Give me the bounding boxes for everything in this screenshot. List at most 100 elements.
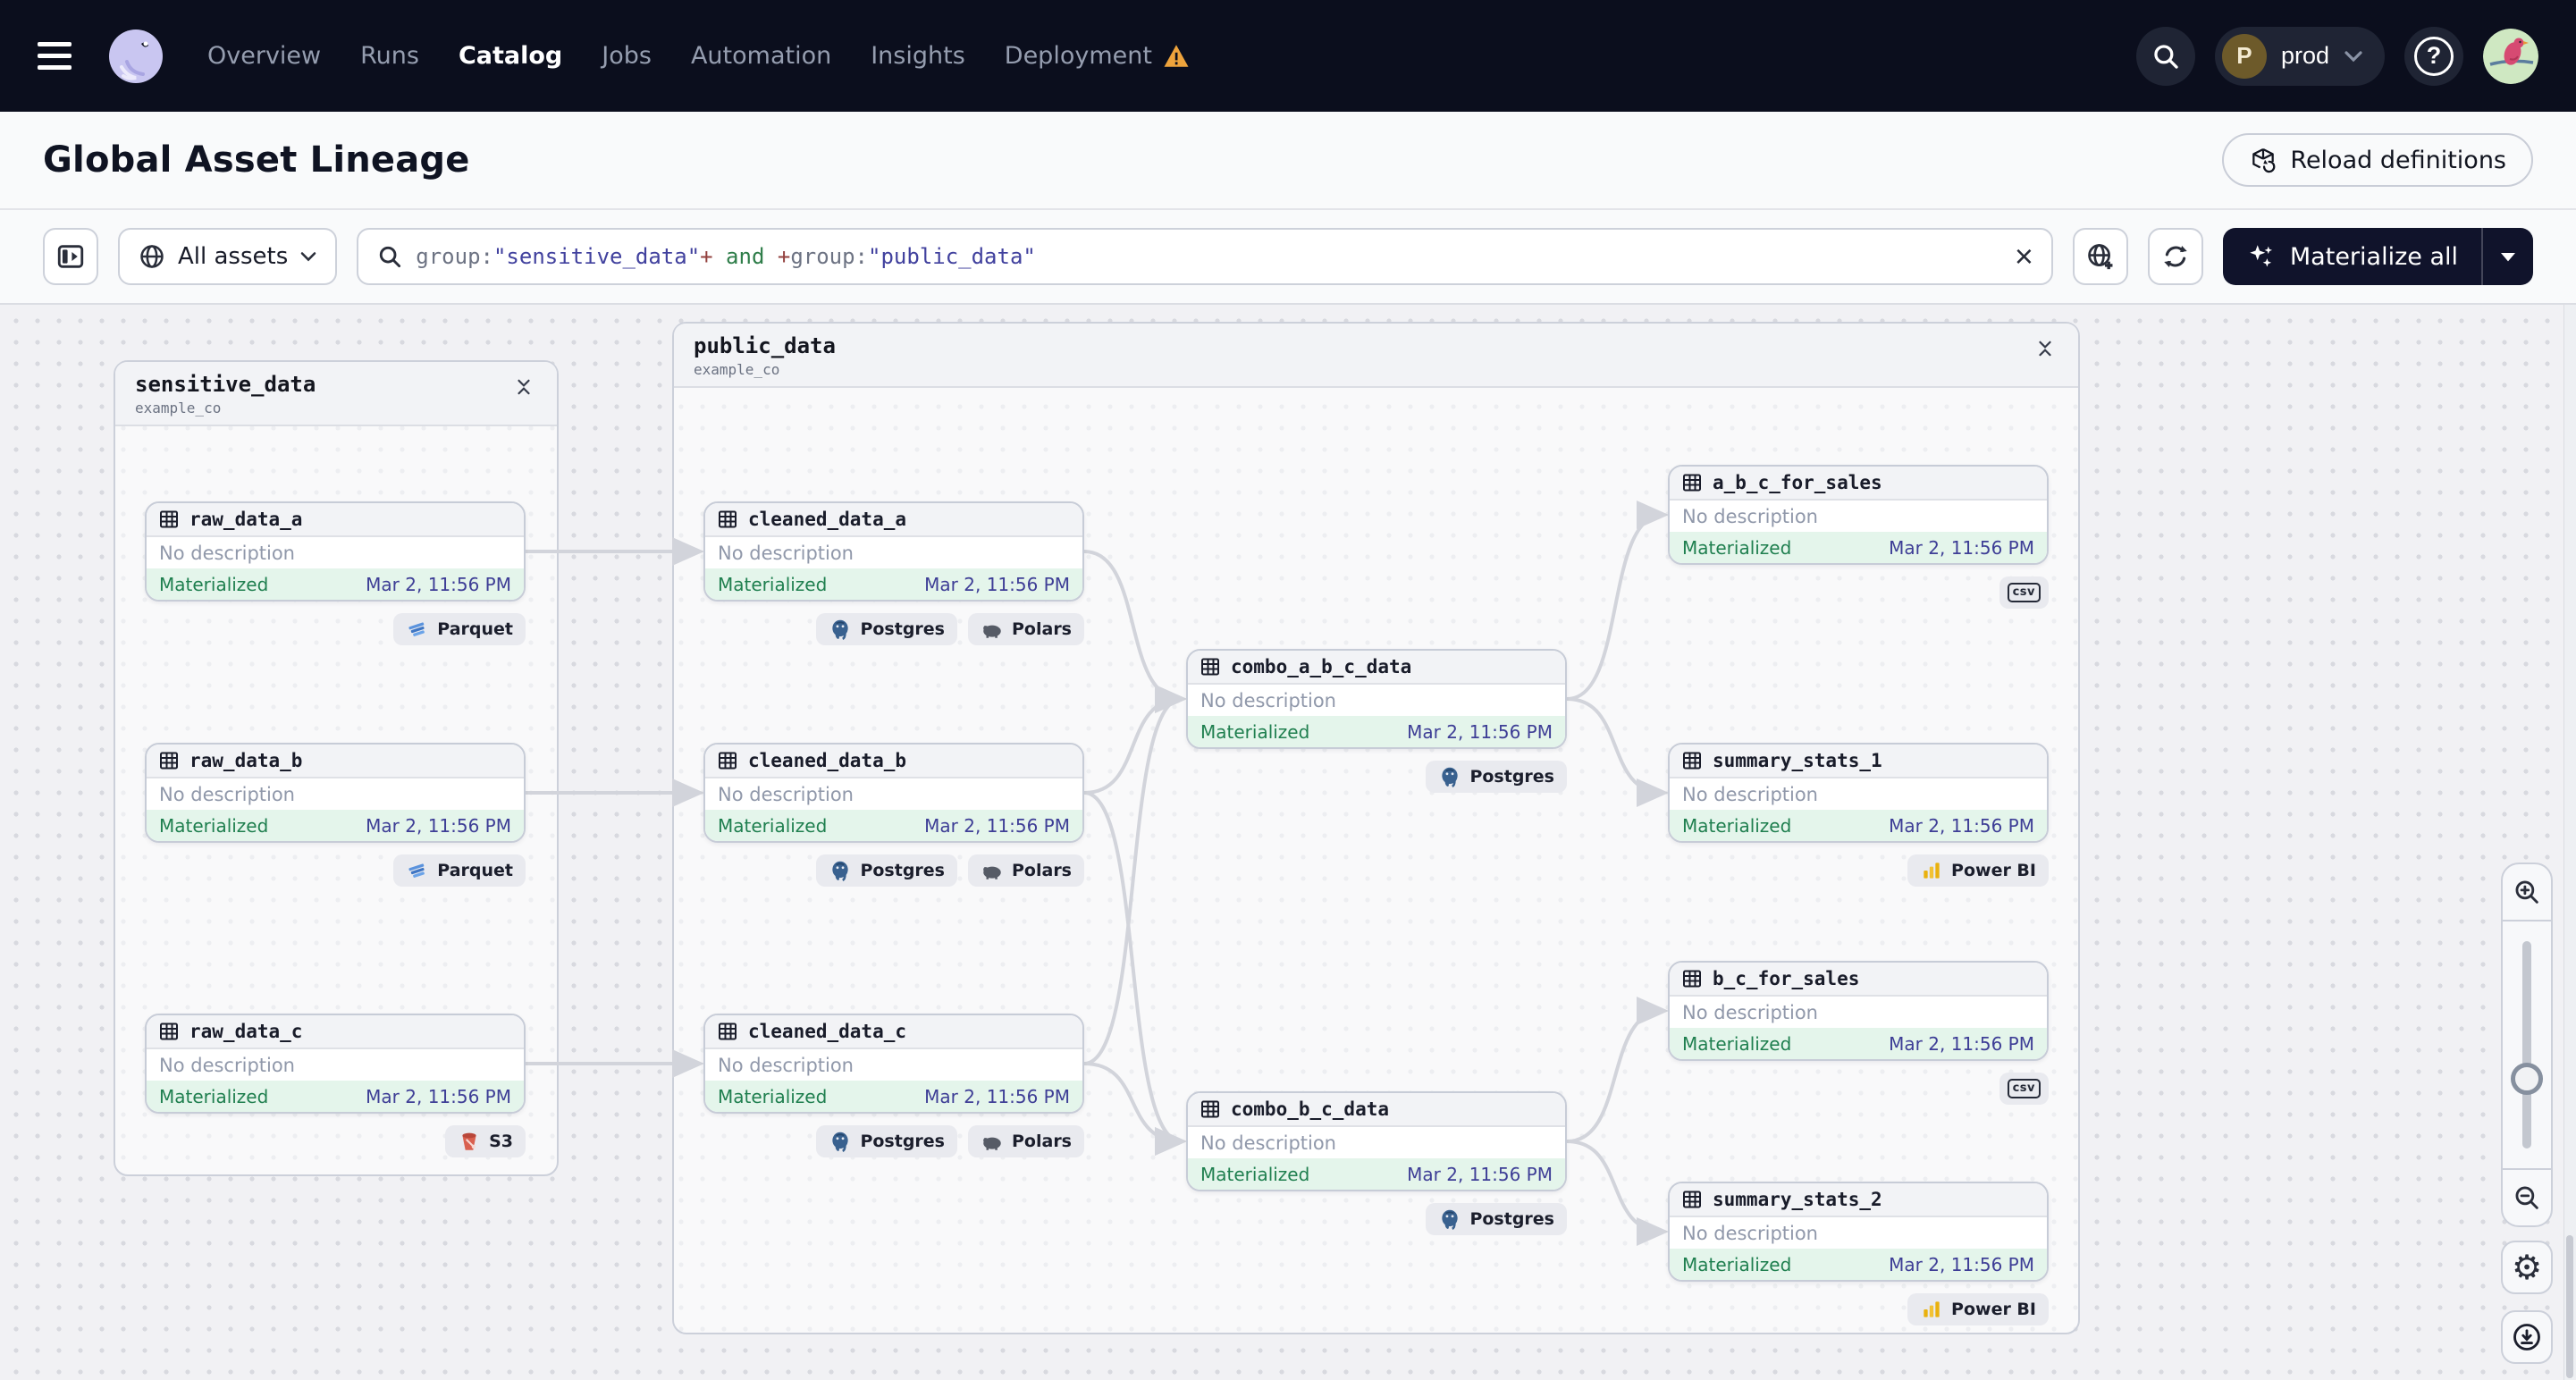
kind-badge-s3[interactable]: S3	[445, 1125, 526, 1157]
materialized-timestamp[interactable]: Mar 2, 11:56 PM	[1889, 814, 2034, 837]
scrollbar-thumb[interactable]	[2566, 1235, 2573, 1378]
clear-search-icon[interactable]: ×	[2014, 238, 2033, 274]
kind-badge-parquet[interactable]: Parquet	[393, 613, 526, 645]
kind-badge-polars[interactable]: Polars	[968, 613, 1084, 645]
environment-switcher[interactable]: P prod	[2214, 26, 2385, 86]
download-image-icon[interactable]	[2501, 1310, 2553, 1364]
asset-description: No description	[1670, 501, 2047, 532]
kind-badge-postgres[interactable]: Postgres	[1426, 1203, 1567, 1235]
csv-icon: csv	[2007, 583, 2041, 602]
asset-header: summary_stats_1	[1670, 745, 2047, 778]
zoom-in-icon[interactable]	[2503, 864, 2551, 921]
nav-item-deployment[interactable]: Deployment	[1005, 42, 1190, 70]
asset-name: combo_a_b_c_data	[1231, 656, 1412, 677]
globe-icon	[140, 245, 164, 268]
dagster-logo-icon[interactable]	[105, 26, 166, 87]
collapse-group-icon[interactable]	[510, 374, 537, 400]
kind-badge-polars[interactable]: Polars	[968, 1125, 1084, 1157]
materialize-all-button[interactable]: Materialize all	[2222, 228, 2533, 285]
kind-badge-postgres[interactable]: Postgres	[816, 854, 957, 887]
kind-badge-csv[interactable]: csv	[1999, 1073, 2049, 1105]
postgres-icon	[832, 1132, 849, 1153]
kind-badge-csv[interactable]: csv	[1999, 576, 2049, 609]
materialized-timestamp[interactable]: Mar 2, 11:56 PM	[1407, 1163, 1553, 1185]
kind-badge-postgres[interactable]: Postgres	[816, 1125, 957, 1157]
nav-item-catalog[interactable]: Catalog	[458, 42, 563, 70]
kind-badges: csv	[1668, 1073, 2049, 1105]
materialized-timestamp[interactable]: Mar 2, 11:56 PM	[924, 1085, 1070, 1107]
chevron-down-icon	[2344, 50, 2362, 62]
materialized-timestamp[interactable]: Mar 2, 11:56 PM	[366, 1085, 511, 1107]
kind-badge-polars[interactable]: Polars	[968, 854, 1084, 887]
kind-badge-parquet[interactable]: Parquet	[393, 854, 526, 887]
polars-icon	[983, 625, 1001, 638]
kind-badge-postgres[interactable]: Postgres	[1426, 761, 1567, 793]
nav-item-jobs[interactable]: Jobs	[602, 42, 652, 70]
materialized-timestamp[interactable]: Mar 2, 11:56 PM	[1889, 1032, 2034, 1055]
zoom-slider-thumb[interactable]	[2511, 1063, 2543, 1095]
asset-header: combo_b_c_data	[1188, 1093, 1565, 1127]
asset-name: cleaned_data_b	[748, 750, 907, 771]
materialized-timestamp[interactable]: Mar 2, 11:56 PM	[1889, 1253, 2034, 1275]
asset-header: cleaned_data_a	[705, 503, 1082, 537]
nav-item-overview[interactable]: Overview	[207, 42, 322, 70]
kind-badge-power-bi[interactable]: Power BI	[1907, 1293, 2049, 1325]
kind-badge-postgres[interactable]: Postgres	[816, 613, 957, 645]
kind-badges: Postgres Polars	[703, 613, 1084, 645]
globe-filter-icon[interactable]	[2072, 228, 2128, 285]
graph-settings-icon[interactable]: ⚙	[2501, 1241, 2553, 1294]
search-icon[interactable]	[2135, 26, 2195, 86]
user-avatar[interactable]	[2483, 28, 2538, 84]
asset-scope-dropdown[interactable]: All assets	[118, 228, 338, 285]
zoom-out-icon[interactable]	[2503, 1168, 2551, 1225]
asset-description: No description	[147, 1049, 524, 1081]
zoom-slider[interactable]	[2503, 921, 2551, 1168]
group-title: public_data	[694, 333, 836, 358]
menu-icon[interactable]	[38, 35, 80, 78]
materialized-timestamp[interactable]: Mar 2, 11:56 PM	[1407, 720, 1553, 743]
materialized-timestamp[interactable]: Mar 2, 11:56 PM	[924, 814, 1070, 837]
materialize-options-caret[interactable]	[2483, 228, 2533, 285]
kind-badge-power-bi[interactable]: Power BI	[1907, 854, 2049, 887]
collapse-group-icon[interactable]	[2032, 335, 2058, 362]
asset-header: cleaned_data_b	[705, 745, 1082, 778]
asset-search-input[interactable]: group:"sensitive_data"+ and +group:"publ…	[357, 228, 2053, 285]
asset-name: a_b_c_for_sales	[1713, 472, 1882, 493]
materialized-status: Materialized	[1682, 814, 1792, 837]
materialized-timestamp[interactable]: Mar 2, 11:56 PM	[1889, 536, 2034, 559]
asset-description: No description	[147, 537, 524, 568]
kind-badges: Parquet	[145, 854, 526, 887]
refresh-icon[interactable]	[2147, 228, 2203, 285]
postgres-icon	[1442, 1209, 1459, 1231]
scrollbar[interactable]	[2563, 305, 2576, 1380]
materialized-timestamp[interactable]: Mar 2, 11:56 PM	[366, 573, 511, 595]
nav-item-insights[interactable]: Insights	[871, 42, 965, 70]
table-icon	[1201, 658, 1219, 676]
materialized-timestamp[interactable]: Mar 2, 11:56 PM	[366, 814, 511, 837]
nav-item-automation[interactable]: Automation	[690, 42, 832, 70]
warning-icon	[1164, 45, 1189, 67]
reload-definitions-button[interactable]: Reload definitions	[2222, 133, 2533, 187]
materialized-timestamp[interactable]: Mar 2, 11:56 PM	[924, 573, 1070, 595]
sidebar-toggle-icon[interactable]	[43, 228, 98, 285]
nav-item-runs[interactable]: Runs	[360, 42, 419, 70]
help-icon[interactable]: ?	[2404, 26, 2463, 86]
